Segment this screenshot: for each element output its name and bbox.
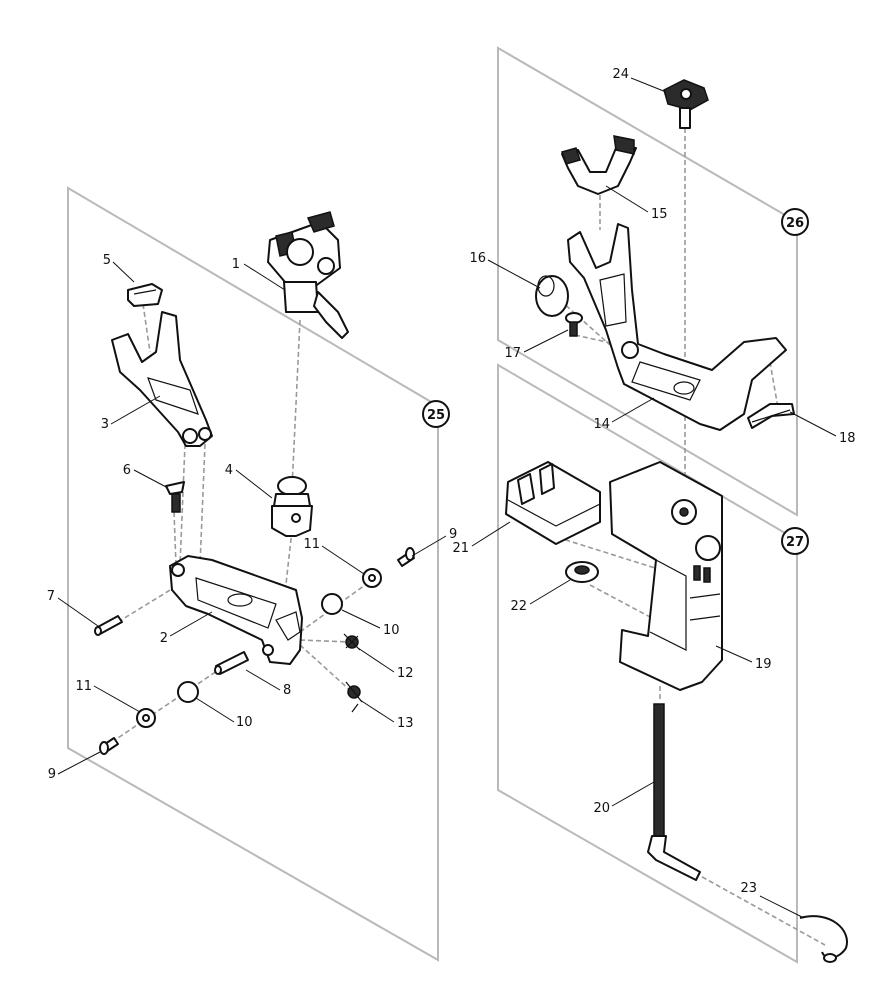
callout-10-upper: 10 xyxy=(383,623,400,638)
callout-15: 15 xyxy=(651,207,668,222)
part-1-ball-head xyxy=(267,211,349,339)
part-13-spring xyxy=(345,681,363,713)
group-callout-27: 27 xyxy=(781,527,809,555)
part-5-clamp-pad xyxy=(127,283,163,307)
part-11-washer-upper xyxy=(362,568,382,588)
panel-group-26 xyxy=(497,46,798,517)
panel-group-25 xyxy=(67,186,439,962)
callout-19: 19 xyxy=(755,657,772,672)
callout-22: 22 xyxy=(510,599,527,614)
callout-9-upper: 9 xyxy=(449,527,457,542)
callout-20: 20 xyxy=(593,801,610,816)
part-9-screw-upper xyxy=(397,547,415,567)
callout-23: 23 xyxy=(740,881,757,896)
callout-1: 1 xyxy=(232,257,240,272)
callout-21: 21 xyxy=(452,541,469,556)
group-callout-26: 26 xyxy=(781,208,809,236)
part-14-upright-arm xyxy=(567,223,787,431)
part-18-pad xyxy=(747,403,795,429)
callout-24: 24 xyxy=(612,67,629,82)
callout-11-upper: 11 xyxy=(303,537,320,552)
part-3-fork-arm xyxy=(111,311,213,447)
callout-13: 13 xyxy=(397,716,414,731)
part-12-spring xyxy=(343,633,361,651)
callout-2: 2 xyxy=(160,631,168,646)
part-17-screw xyxy=(565,312,583,337)
callout-18: 18 xyxy=(839,431,856,446)
callout-5: 5 xyxy=(103,253,111,268)
part-9-screw-lower xyxy=(99,737,119,755)
callout-14: 14 xyxy=(593,417,610,432)
part-19-clamp-body xyxy=(609,461,723,691)
callout-9-lower: 9 xyxy=(48,767,56,782)
part-7-pin xyxy=(94,615,123,636)
callout-17: 17 xyxy=(504,346,521,361)
callout-16: 16 xyxy=(469,251,486,266)
callout-7: 7 xyxy=(47,589,55,604)
part-15-fork-pad xyxy=(561,135,637,195)
callout-11-lower: 11 xyxy=(75,679,92,694)
callout-10-lower: 10 xyxy=(236,715,253,730)
callout-3: 3 xyxy=(101,417,109,432)
part-20-threaded-rod xyxy=(647,703,701,881)
group-label-25: 25 xyxy=(427,408,445,423)
part-10-disk-lower xyxy=(177,681,199,703)
part-11-washer-lower xyxy=(136,708,156,728)
part-8-pin xyxy=(214,651,249,675)
callout-8: 8 xyxy=(283,683,291,698)
callout-4: 4 xyxy=(225,463,233,478)
part-2-base-bracket xyxy=(169,555,303,665)
part-21-tray xyxy=(505,461,601,545)
part-6-screw xyxy=(165,481,185,513)
leader-lines xyxy=(57,77,837,919)
group-callout-25: 25 xyxy=(422,400,450,428)
group-label-27: 27 xyxy=(786,535,804,550)
part-labels: 1 2 3 4 5 6 7 8 9 9 10 10 11 11 12 13 14… xyxy=(47,67,856,896)
part-24-thumb-screw xyxy=(663,79,709,129)
callout-12: 12 xyxy=(397,666,414,681)
group-label-26: 26 xyxy=(786,216,804,231)
part-10-disk-upper xyxy=(321,593,343,615)
part-4-ball-knob xyxy=(271,476,313,537)
callout-6: 6 xyxy=(123,463,131,478)
part-22-ring xyxy=(565,561,599,583)
part-16-knob xyxy=(535,275,569,317)
part-23-clip xyxy=(799,915,848,963)
